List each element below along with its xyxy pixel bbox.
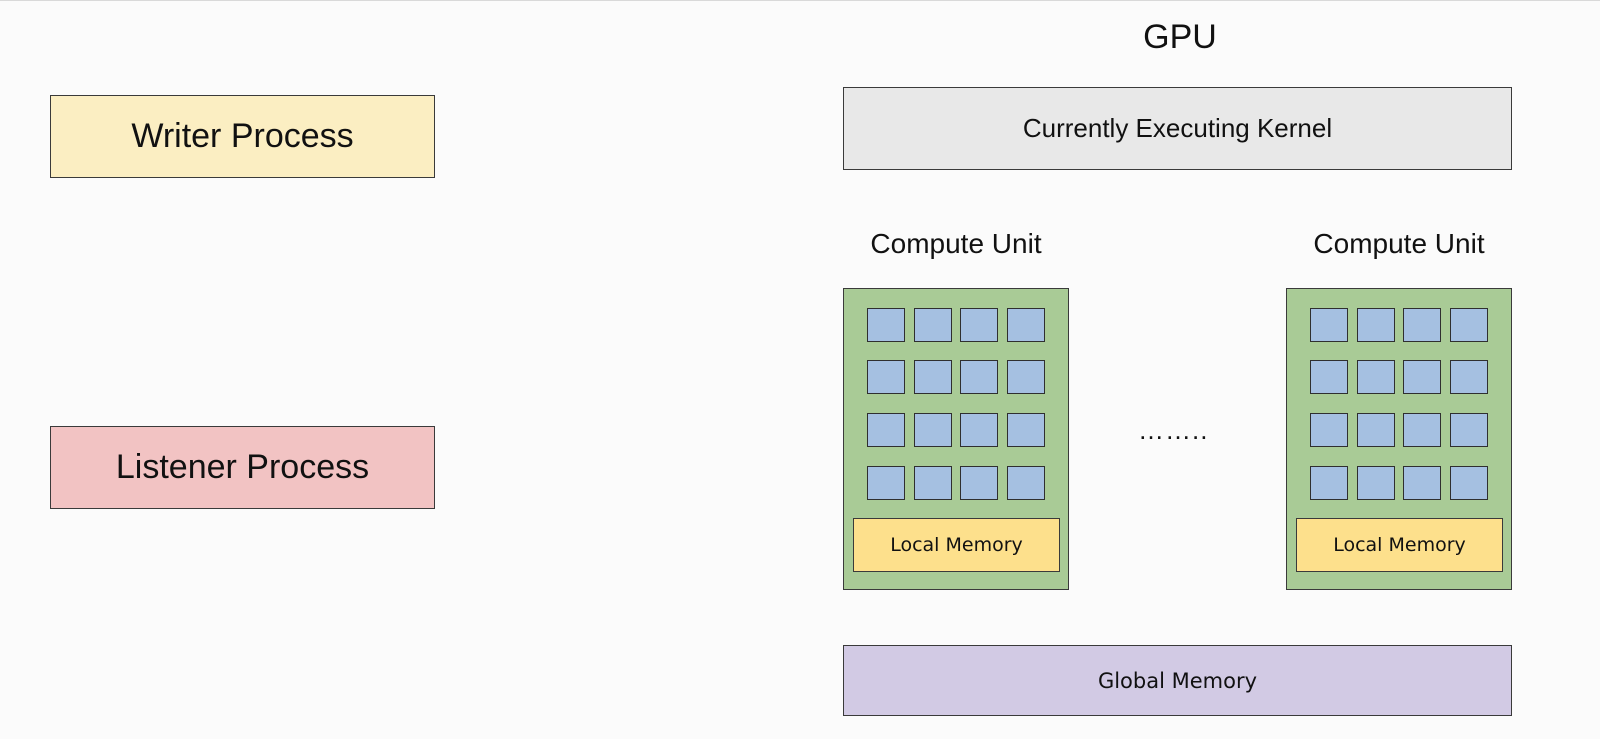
processing-element bbox=[1403, 308, 1441, 342]
processing-element bbox=[960, 308, 998, 342]
processing-element bbox=[1310, 308, 1348, 342]
processing-element bbox=[1007, 308, 1045, 342]
processing-element bbox=[867, 413, 905, 447]
processing-element bbox=[1450, 360, 1488, 394]
listener-process-box: Listener Process bbox=[50, 426, 435, 509]
processing-element bbox=[1450, 308, 1488, 342]
local-memory-2: Local Memory bbox=[1296, 518, 1503, 572]
processing-element bbox=[1007, 360, 1045, 394]
processing-element bbox=[867, 308, 905, 342]
processing-element bbox=[1310, 466, 1348, 500]
gpu-title: GPU bbox=[1143, 18, 1217, 56]
processing-element bbox=[1007, 413, 1045, 447]
global-memory-box: Global Memory bbox=[843, 645, 1512, 716]
processing-element bbox=[960, 413, 998, 447]
processing-element bbox=[1007, 466, 1045, 500]
kernel-label: Currently Executing Kernel bbox=[1022, 113, 1333, 143]
writer-process-label: Writer Process bbox=[131, 117, 354, 155]
processing-element bbox=[960, 360, 998, 394]
global-memory-label: Global Memory bbox=[1097, 668, 1258, 693]
compute-unit-2: Local Memory bbox=[1286, 288, 1512, 590]
compute-unit-1: Local Memory bbox=[843, 288, 1069, 590]
processing-element bbox=[1357, 466, 1395, 500]
processing-element bbox=[1357, 413, 1395, 447]
local-memory-label-2: Local Memory bbox=[1333, 534, 1466, 556]
processing-element bbox=[867, 466, 905, 500]
processing-element bbox=[1403, 413, 1441, 447]
processing-element bbox=[1310, 360, 1348, 394]
kernel-box: Currently Executing Kernel bbox=[843, 87, 1512, 170]
local-memory-1: Local Memory bbox=[853, 518, 1060, 572]
writer-process-box: Writer Process bbox=[50, 95, 435, 178]
ellipsis: …….. bbox=[1138, 415, 1209, 445]
listener-process-label: Listener Process bbox=[115, 448, 370, 486]
processing-element bbox=[1357, 360, 1395, 394]
processing-element bbox=[1310, 413, 1348, 447]
compute-unit-title-1: Compute Unit bbox=[870, 228, 1042, 259]
compute-unit-title-2: Compute Unit bbox=[1313, 228, 1485, 259]
processing-element bbox=[960, 466, 998, 500]
top-divider bbox=[0, 0, 1600, 1]
local-memory-label-1: Local Memory bbox=[890, 534, 1023, 556]
processing-element bbox=[1403, 360, 1441, 394]
processing-element bbox=[1403, 466, 1441, 500]
processing-element bbox=[867, 360, 905, 394]
processing-element bbox=[1450, 413, 1488, 447]
processing-element bbox=[1450, 466, 1488, 500]
processing-element bbox=[1357, 308, 1395, 342]
processing-element bbox=[914, 308, 952, 342]
processing-element bbox=[914, 413, 952, 447]
processing-element bbox=[914, 360, 952, 394]
processing-element bbox=[914, 466, 952, 500]
